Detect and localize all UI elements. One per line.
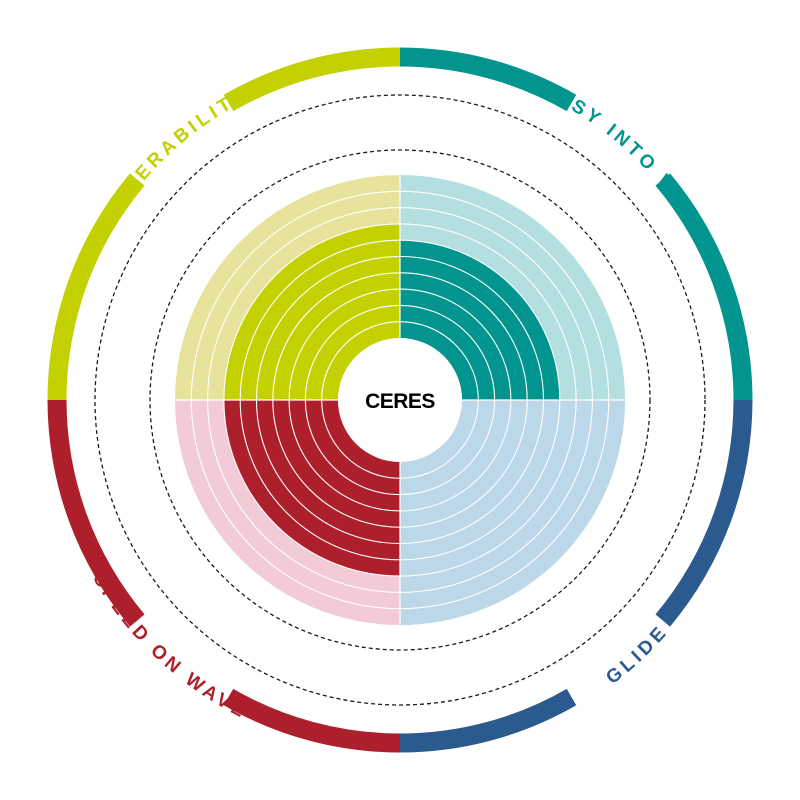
label-easy-into-wave: EASY INTO WAVE [538, 79, 711, 242]
dashed-ring-inner [149, 149, 651, 651]
label-maneuverability: MANEUVERABILITY [74, 84, 253, 274]
outer-ring-segment [400, 688, 577, 753]
center-label: CERES [365, 390, 435, 413]
label-glide: GLIDE [602, 621, 673, 689]
bar-easy-into-wave [400, 240, 560, 400]
label-speed-on-wave: SPEED ON WAVE [88, 569, 251, 723]
quadrant-bars [175, 175, 625, 625]
outer-ring [47, 47, 753, 753]
bar-speed-on-wave [223, 400, 400, 577]
outer-ring-segment [223, 688, 400, 753]
dashed-ring-outer [94, 94, 706, 706]
center-hole [338, 338, 462, 462]
outer-ring-segment [655, 173, 753, 400]
bar-maneuverability [223, 223, 400, 400]
outer-ring-segment [400, 47, 577, 112]
bar-glide [400, 400, 625, 625]
outer-ring-segment [223, 47, 400, 112]
outer-ring-segment [655, 400, 753, 627]
outer-ring-segment [47, 173, 145, 400]
outer-ring-segment [47, 400, 145, 627]
